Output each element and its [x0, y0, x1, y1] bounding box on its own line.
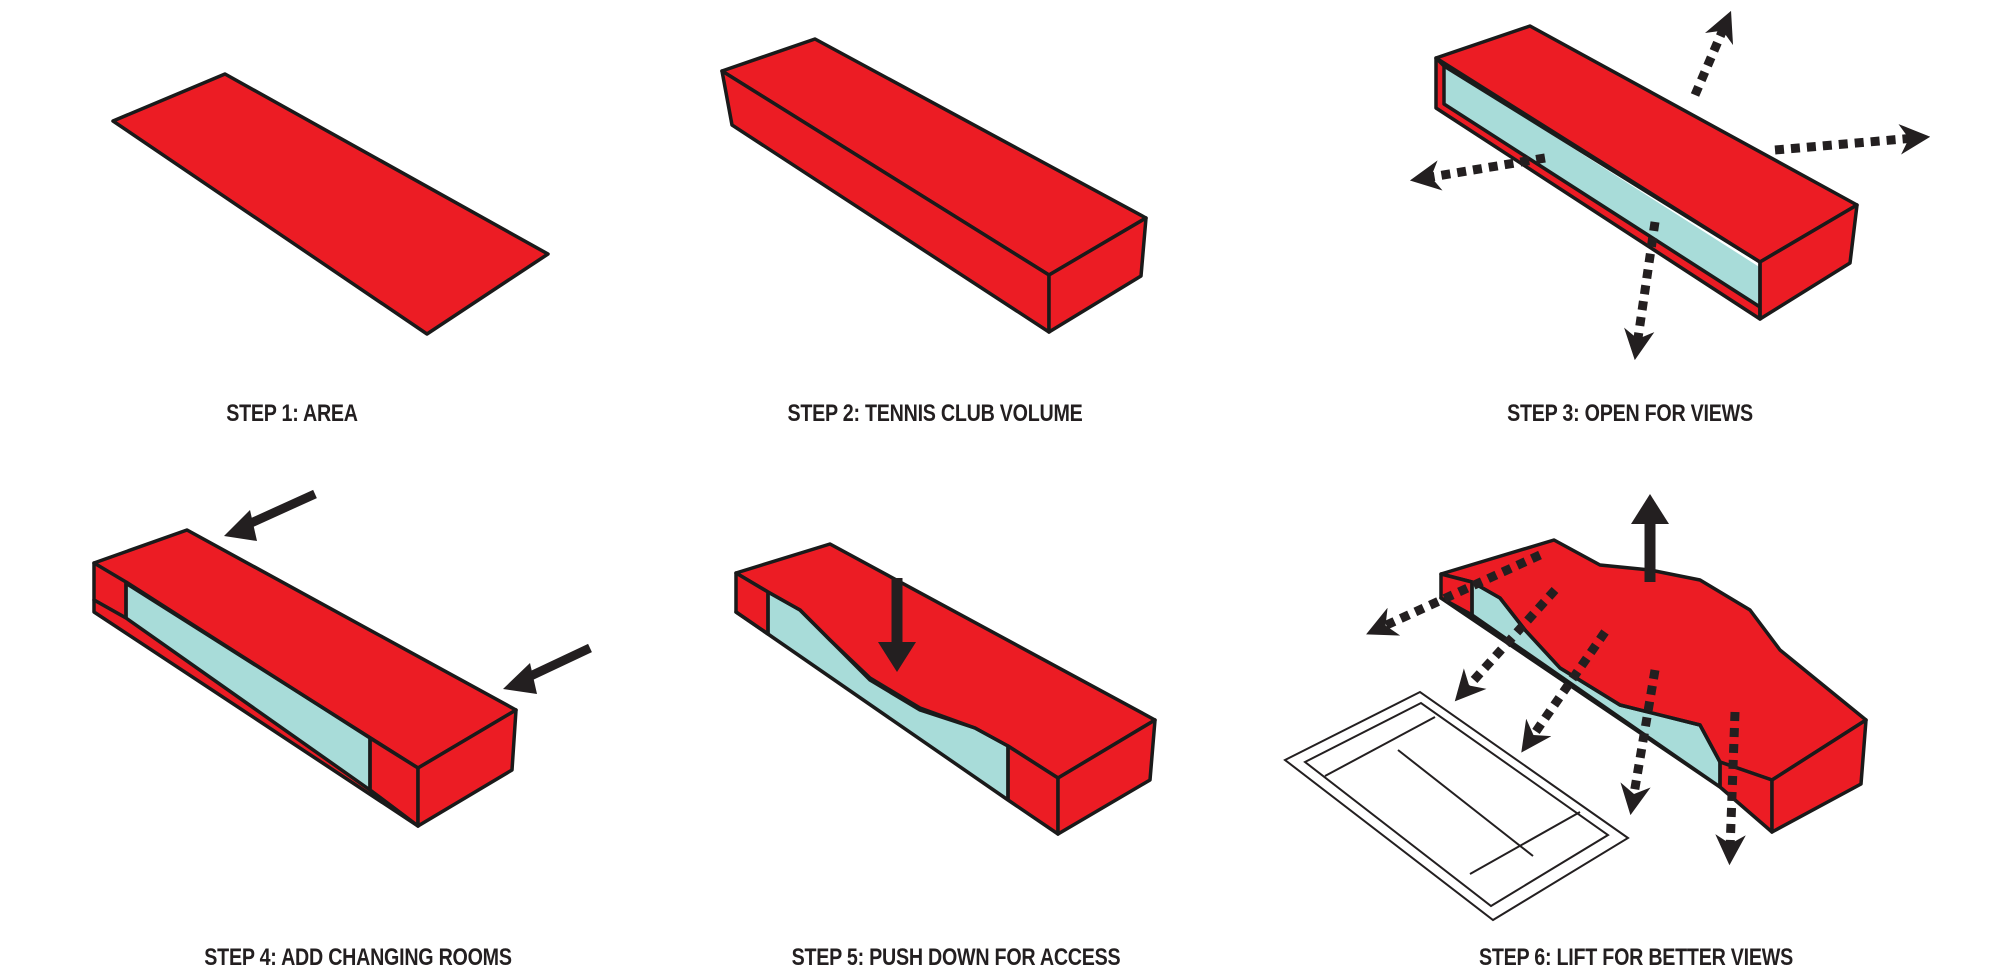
- step-5-caption: STEP 5: PUSH DOWN FOR ACCESS: [791, 944, 1121, 971]
- tennis-court-plan: [1283, 690, 1630, 922]
- step-3-caption: STEP 3: OPEN FOR VIEWS: [1507, 400, 1753, 427]
- step-6-caption: STEP 6: LIFT FOR BETTER VIEWS: [1479, 944, 1793, 971]
- step-3-open-for-views: [1409, 10, 1931, 361]
- step-4-add-changing-rooms: [92, 489, 592, 828]
- step-4-caption: STEP 4: ADD CHANGING ROOMS: [204, 944, 512, 971]
- step-2-caption: STEP 2: TENNIS CLUB VOLUME: [787, 400, 1083, 427]
- push-down-arrow: [878, 578, 916, 672]
- step-2-tennis-club-volume: [720, 37, 1148, 334]
- step-1-area-slab: [111, 72, 550, 336]
- step-5-push-down-for-access: [734, 542, 1157, 836]
- step-6-lift-for-better-views: [1283, 494, 1868, 922]
- lift-arrows: [1366, 494, 1746, 866]
- changing-room-arrows: [224, 489, 592, 694]
- step-1-caption: STEP 1: AREA: [226, 400, 358, 427]
- view-arrows: [1409, 10, 1931, 361]
